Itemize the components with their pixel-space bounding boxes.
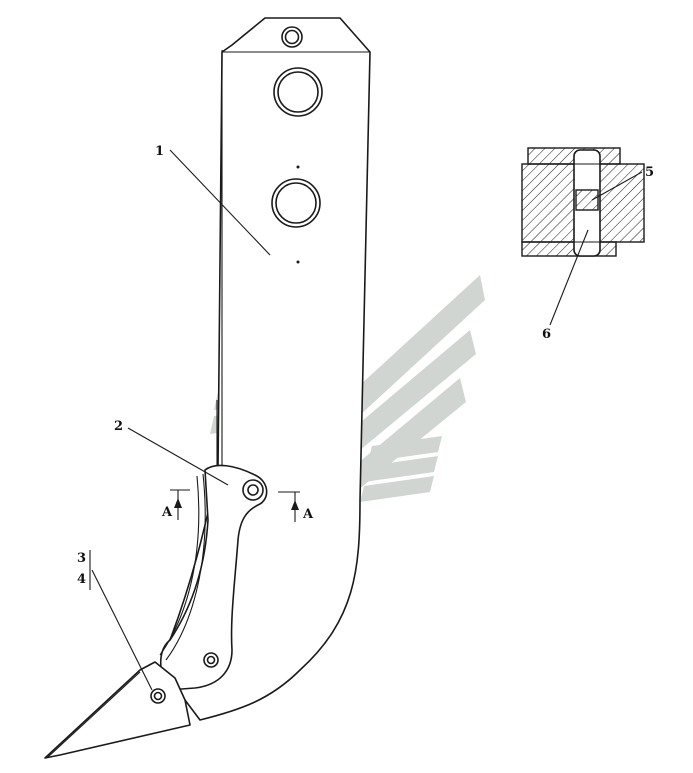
callout-3-4: 3 4 [77,550,153,691]
callout-2: 2 [114,419,229,486]
section-label-right: A [302,507,314,522]
section-label-left: A [161,505,173,520]
callout-6: 6 [542,229,589,342]
callout-5: 5 [591,165,654,201]
callout-label-6: 6 [542,327,551,342]
callout-label-1: 1 [155,144,164,159]
callout-label-3: 3 [77,551,86,566]
section-marker-right: A [278,491,314,522]
shank-protector [159,464,268,691]
callout-1: 1 [155,144,271,256]
callout-label-4: 4 [77,572,86,587]
pin-section-view [521,147,645,257]
section-marker-left: A [161,489,190,520]
callout-label-2: 2 [114,419,123,434]
callout-label-5: 5 [645,165,654,180]
ripper-tip [44,661,191,759]
